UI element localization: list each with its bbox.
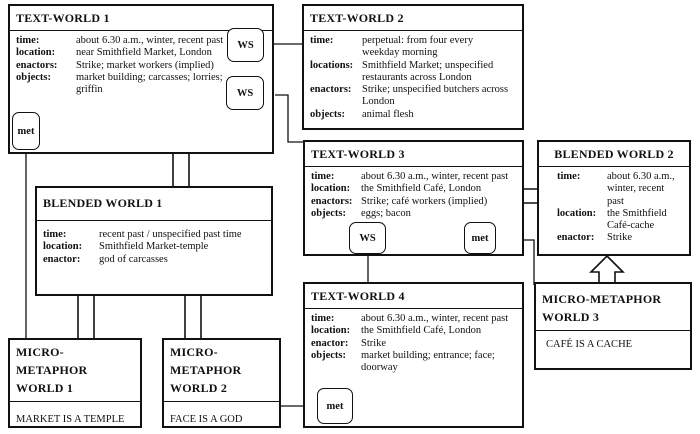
time-row: time:about 6.30 a.m., winter, recent pas… (311, 313, 509, 324)
location-row: location:the Smithfield Café-cache (557, 207, 667, 232)
locations-row: locations:Smithfield Market; unspecified… (310, 59, 494, 83)
blended-world-1: BLENDED WORLD 1 time:recent past / unspe… (35, 186, 273, 296)
ws-to-tw3-line (275, 94, 303, 143)
met-box-text-world-1: met (12, 112, 40, 150)
text-world-2: TEXT-WORLD 2 time:perpetual: from four e… (302, 4, 524, 130)
enactors-row: enactors:Strike; unspecified butchers ac… (310, 84, 509, 108)
location-row: location:Smithfield Market-temple (43, 241, 209, 253)
micro-metaphor-world-2-title: MICRO-METAPHOR WORLD 2 (170, 345, 242, 395)
text-world-3-title: TEXT-WORLD 3 (311, 147, 405, 161)
objects-row: objects:market building; entrance; face;… (311, 349, 495, 374)
micro-metaphor-world-3: MICRO-METAPHOR WORLD 3 CAFÉ IS A CACHE (534, 282, 692, 370)
met-box-text-world-3: met (464, 222, 496, 254)
text-world-2-title: TEXT-WORLD 2 (310, 11, 404, 25)
micro-metaphor-world-1-body: MARKET IS A TEMPLE (16, 414, 125, 425)
text-world-1-title: TEXT-WORLD 1 (16, 11, 110, 25)
location-row: location:near Smithfield Market, London (16, 47, 212, 59)
time-row: time:about 6.30 a.m., winter, recent pas… (16, 35, 224, 46)
time-row: time:about 6.30 a.m., winter, recent pas… (311, 171, 509, 182)
micro-metaphor-world-3-body: CAFÉ IS A CACHE (546, 339, 633, 350)
enactors-row: enactors:Strike; café workers (implied) (311, 195, 488, 207)
location-row: location:the Smithfield Café, London (311, 325, 482, 337)
micro-metaphor-world-2-body: FACE IS A GOD (170, 414, 243, 425)
blended-world-2: BLENDED WORLD 2 time:about 6.30 a.m., wi… (537, 140, 691, 256)
objects-row: objects:eggs; bacon (311, 207, 411, 219)
text-world-4-title: TEXT-WORLD 4 (311, 289, 405, 303)
objects-row: objects:market building; carcasses; lorr… (16, 71, 223, 96)
micro-metaphor-world-1-title: MICRO-METAPHOR WORLD 1 (16, 345, 88, 395)
time-row: time:about 6.30 a.m., winter, recent pas… (557, 171, 675, 207)
blended-world-1-title: BLENDED WORLD 1 (43, 196, 163, 210)
micro-metaphor-world-3-title: MICRO-METAPHOR WORLD 3 (542, 292, 662, 324)
ws-box-text-world-1-upper: WS (227, 28, 264, 62)
objects-row: objects:animal flesh (310, 108, 414, 120)
enactor-row: enactor:god of carcasses (43, 253, 168, 265)
met-box-text-world-4: met (317, 388, 353, 424)
enactor-row: enactor:Strike (557, 232, 633, 244)
enactor-row: enactor:Strike (311, 337, 387, 349)
time-row: time:perpetual: from four every weekday … (310, 35, 474, 59)
time-row: time:recent past / unspecified past time (43, 229, 242, 240)
micro-metaphor-world-2: MICRO-METAPHOR WORLD 2 FACE IS A GOD (162, 338, 281, 428)
ws-box-text-world-1-lower: WS (226, 76, 264, 110)
micro-metaphor-world-1: MICRO-METAPHOR WORLD 1 MARKET IS A TEMPL… (8, 338, 142, 428)
blended-world-2-title: BLENDED WORLD 2 (554, 147, 674, 161)
ws-box-text-world-3: WS (349, 222, 386, 254)
location-row: location:the Smithfield Café, London (311, 183, 482, 195)
enactors-row: enactors:Strike; market workers (implied… (16, 59, 214, 71)
